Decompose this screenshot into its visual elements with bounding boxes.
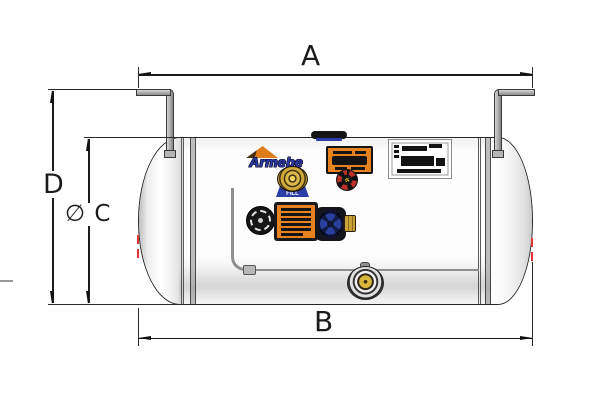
- valve-handwheel-badge-icon: [336, 169, 358, 191]
- dim-d-label: D: [40, 171, 67, 198]
- edge-construction-line: [0, 280, 13, 282]
- dim-d-ext-bottom: [48, 303, 180, 305]
- right-bracket-leg: [494, 89, 502, 157]
- right-bracket-flange: [498, 89, 535, 96]
- right-bracket-foot: [492, 150, 504, 158]
- dim-b-arrow-left: [138, 335, 151, 340]
- dim-d-ext-top: [48, 88, 137, 90]
- dim-b-ext-left: [137, 308, 139, 346]
- bottom-shading: [179, 266, 491, 304]
- left-bracket-foot: [164, 150, 176, 158]
- fill-point-text: FILL: [286, 191, 299, 197]
- top-fitting: [311, 131, 347, 139]
- dim-a-arrow-left: [138, 72, 151, 77]
- left-centerline-mark: [137, 235, 140, 261]
- fill-cap-icon: [277, 166, 308, 192]
- filler-flange-icon: [347, 266, 384, 300]
- left-bracket-leg: [166, 89, 174, 157]
- top-fitting-blue-base: [316, 138, 342, 141]
- dim-d-arrow-up: [50, 89, 55, 103]
- service-knob-icon: [246, 206, 275, 235]
- dim-b-label: B: [311, 308, 337, 336]
- right-centerline-mark: [530, 238, 533, 266]
- left-mount-strap: [190, 138, 196, 304]
- fill-pipe-elbow: [231, 188, 253, 271]
- right-mount-strap: [485, 138, 491, 304]
- dim-b-ext-right: [532, 262, 533, 346]
- dim-a-arrow-right: [520, 72, 533, 77]
- brass-outlet-icon: [344, 215, 356, 232]
- pipe-coupling: [243, 265, 256, 275]
- right-head-shading: [491, 138, 532, 304]
- dim-a-label: A: [298, 42, 324, 70]
- dim-d-arrow-down: [50, 291, 55, 304]
- data-plate: [388, 139, 452, 179]
- dim-b-line: [139, 337, 532, 340]
- left-bracket-flange: [136, 89, 171, 96]
- right-weld-seam: [478, 138, 481, 304]
- multivalve: [315, 205, 359, 243]
- dim-c-ext-top: [84, 137, 180, 138]
- left-weld-seam: [181, 138, 184, 304]
- dim-b-arrow-right: [520, 335, 533, 340]
- logo-text: Armebe: [249, 154, 303, 170]
- dim-c-label: ∅ C: [62, 203, 115, 226]
- dim-a-line: [139, 74, 532, 76]
- dim-c-arrow-down: [86, 291, 91, 304]
- warning-label-bottom: [274, 202, 318, 241]
- dim-a-ext-left: [137, 67, 139, 88]
- multivalve-disc-icon: [318, 210, 343, 238]
- dim-a-ext-right: [532, 67, 533, 88]
- dim-c-arrow-up: [86, 138, 91, 151]
- left-head-shading: [139, 138, 183, 304]
